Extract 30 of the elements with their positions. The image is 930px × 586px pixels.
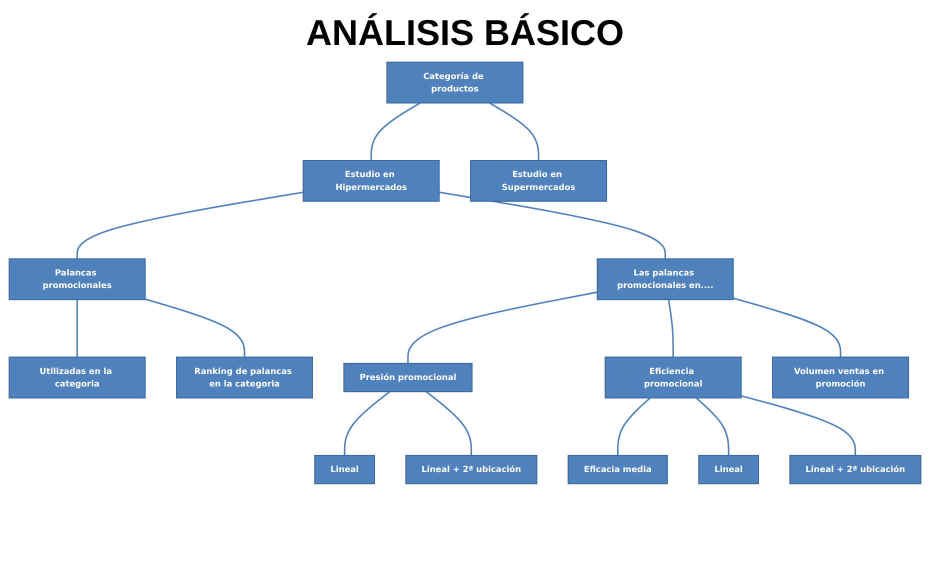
node-box: Ranking de palancas en la categoria — [176, 356, 314, 398]
connector — [344, 391, 390, 456]
node-box: Lineal + 2ª ubicación — [789, 454, 922, 484]
connector — [407, 291, 598, 364]
connector — [76, 300, 78, 358]
connector — [426, 391, 472, 456]
node-box: Utilizadas en la categoria — [8, 356, 146, 398]
node-box: Presión promocional — [343, 362, 473, 392]
node-box: Categoría de productos — [386, 62, 524, 104]
node-box: Eficacia media — [568, 454, 668, 484]
connector — [696, 397, 730, 456]
node-box: Palancas promocionales — [8, 258, 146, 300]
connector — [76, 191, 304, 259]
node-box: Las palancas promocionales en.... — [596, 258, 734, 300]
node-box: Lineal — [698, 454, 759, 484]
node-box: Estudio en Supermercados — [470, 160, 608, 202]
connector — [733, 298, 842, 358]
connector — [489, 102, 540, 160]
diagram-title: ANÁLISIS BÁSICO — [304, 12, 626, 54]
node-box: Lineal — [314, 454, 375, 484]
node-box: Lineal + 2ª ubicación — [405, 454, 538, 484]
connector — [144, 298, 246, 358]
node-box: Volumen ventas en promoción — [772, 356, 910, 398]
connector — [617, 397, 651, 456]
node-box: Eficiencia promocional — [604, 356, 742, 398]
node-box: Estudio en Hipermercados — [302, 160, 440, 202]
connector — [370, 102, 421, 160]
connector — [740, 395, 856, 456]
connector — [439, 191, 666, 259]
connector — [668, 299, 674, 358]
